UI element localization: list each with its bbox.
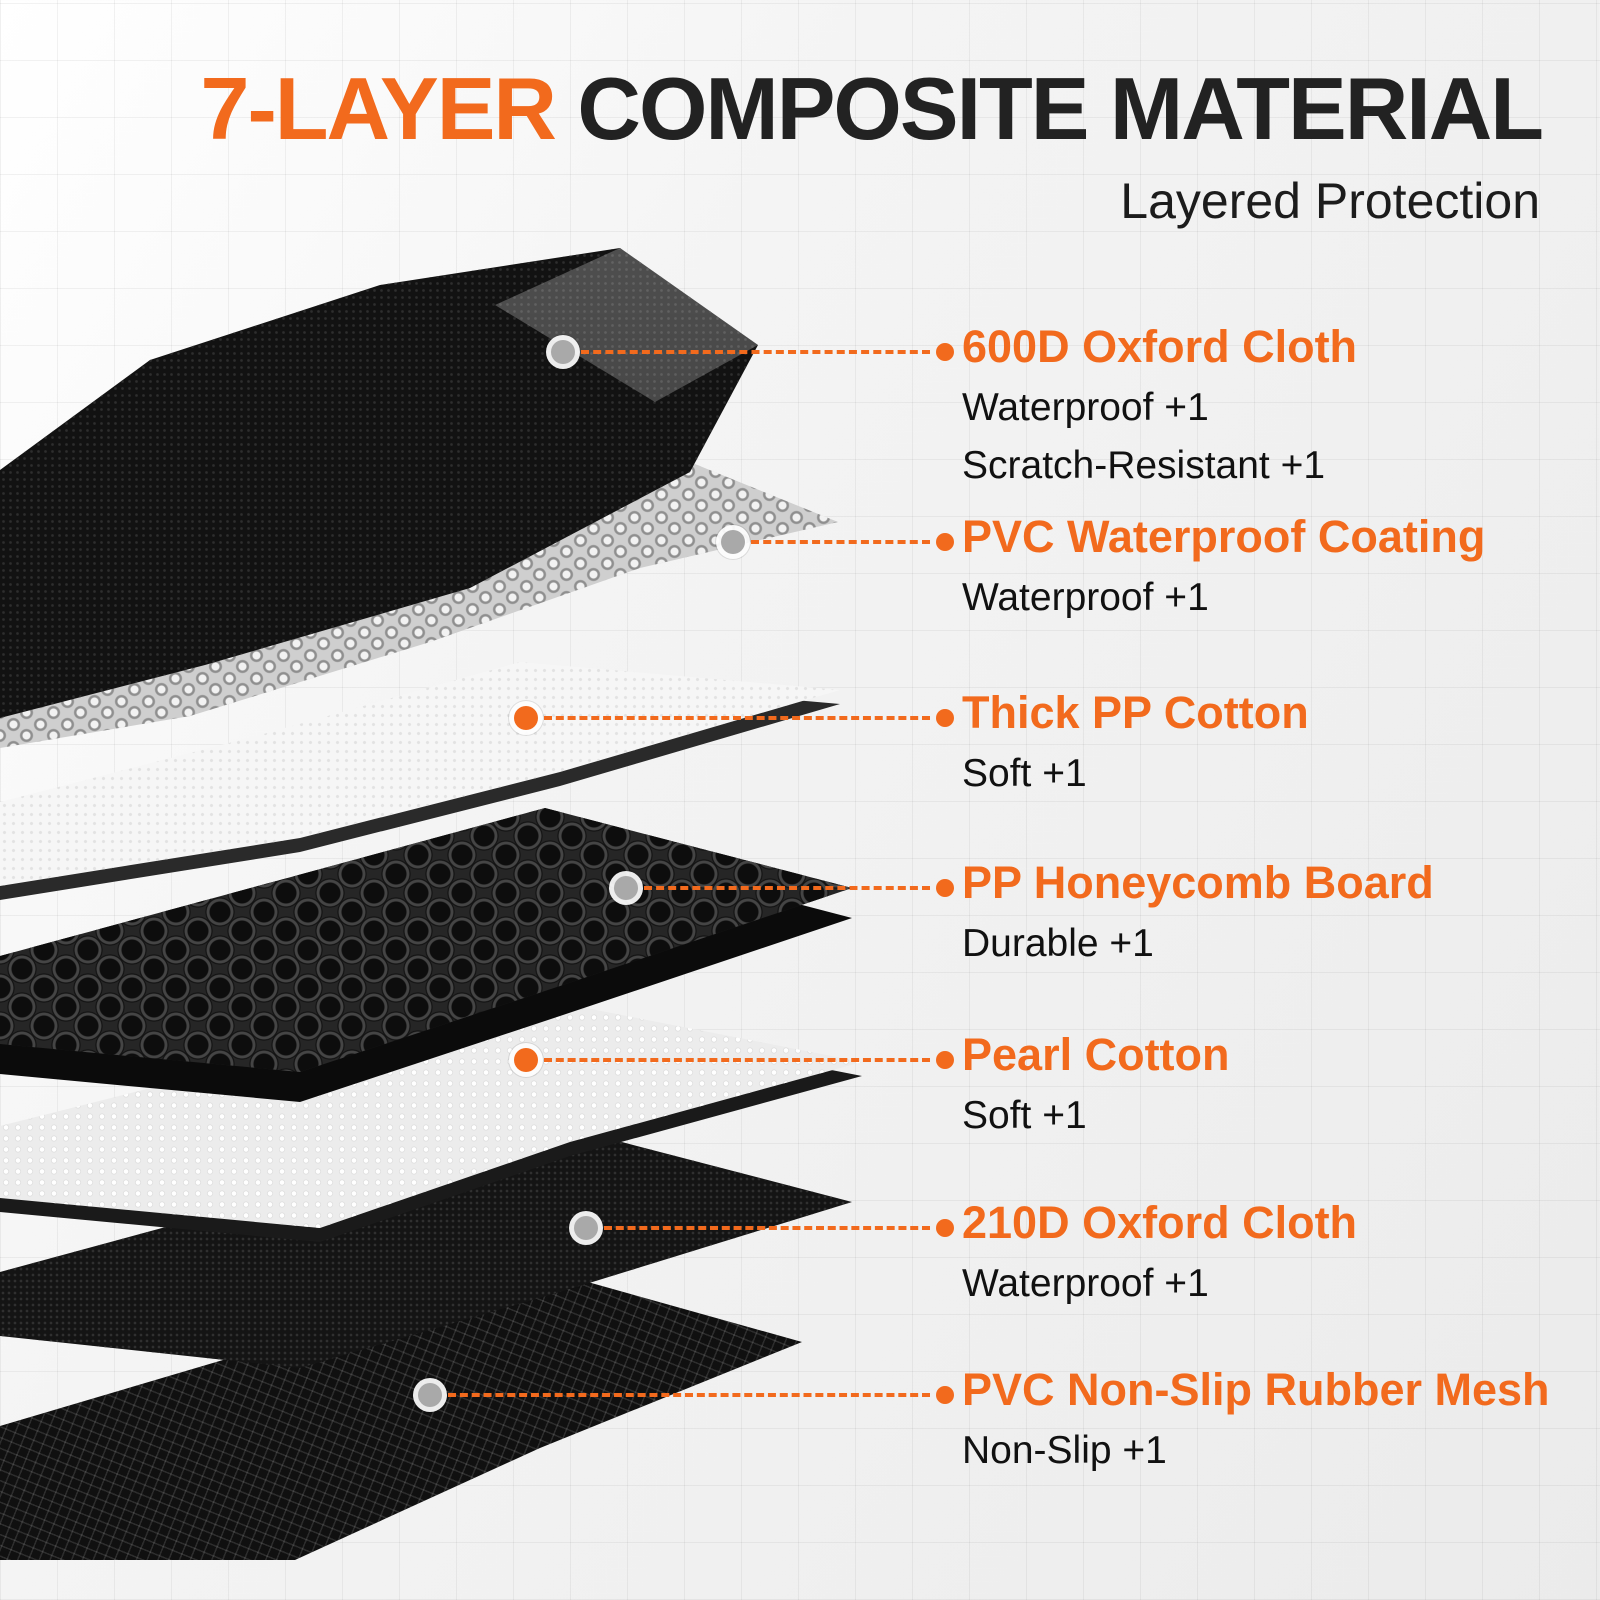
- layer-feature: Durable +1: [962, 922, 1154, 966]
- callout-line-pearl-cotton: [514, 1048, 954, 1072]
- marker-dot-icon: [514, 706, 538, 730]
- endpoint-dot-icon: [936, 533, 954, 551]
- endpoint-dot-icon: [936, 1051, 954, 1069]
- marker-dot-icon: [418, 1383, 442, 1407]
- marker-dot-icon: [721, 530, 745, 554]
- callout-line-rubber-mesh: [418, 1383, 954, 1407]
- layer-name: 600D Oxford Cloth: [962, 321, 1358, 372]
- marker-dot-icon: [614, 876, 638, 900]
- layer-name: 210D Oxford Cloth: [962, 1197, 1358, 1248]
- marker-dot-icon: [551, 340, 575, 364]
- layer-feature: Soft +1: [962, 752, 1087, 796]
- marker-dot-icon: [514, 1048, 538, 1072]
- layer-name: PVC Non-Slip Rubber Mesh: [962, 1364, 1550, 1415]
- endpoint-dot-icon: [936, 709, 954, 727]
- page-subtitle: Layered Protection: [1120, 173, 1540, 229]
- page-title-accent: 7-LAYER: [200, 59, 557, 158]
- endpoint-dot-icon: [936, 343, 954, 361]
- callout-line-honeycomb-board: [614, 876, 954, 900]
- callout-210d-oxford-cloth: 210D Oxford Cloth Waterproof +1: [962, 1197, 1572, 1306]
- callout-thick-pp-cotton: Thick PP Cotton Soft +1: [962, 687, 1572, 796]
- callout-line-600d-oxford: [551, 340, 954, 364]
- callout-line-210d-oxford: [574, 1216, 954, 1240]
- callout-line-pvc-coating: [721, 530, 954, 554]
- layer-name: PP Honeycomb Board: [962, 857, 1434, 908]
- callout-pp-honeycomb-board: PP Honeycomb Board Durable +1: [962, 857, 1572, 966]
- callout-600d-oxford-cloth: 600D Oxford Cloth Waterproof +1 Scratch-…: [962, 321, 1572, 488]
- callout-pvc-waterproof-coating: PVC Waterproof Coating Waterproof +1: [962, 511, 1572, 620]
- page-title-rest: COMPOSITE MATERIAL: [577, 59, 1544, 158]
- layer-name: Pearl Cotton: [962, 1029, 1230, 1080]
- layer-feature: Waterproof +1: [962, 576, 1209, 620]
- endpoint-dot-icon: [936, 1386, 954, 1404]
- callout-pvc-non-slip-rubber-mesh: PVC Non-Slip Rubber Mesh Non-Slip +1: [962, 1364, 1572, 1473]
- callout-pearl-cotton: Pearl Cotton Soft +1: [962, 1029, 1572, 1138]
- layer-feature: Waterproof +1: [962, 386, 1209, 430]
- endpoint-dot-icon: [936, 1219, 954, 1237]
- layer-name: PVC Waterproof Coating: [962, 511, 1486, 562]
- marker-dot-icon: [574, 1216, 598, 1240]
- page-title: 7-LAYER COMPOSITE MATERIAL: [200, 58, 1544, 160]
- callout-line-thick-pp-cotton: [514, 706, 954, 730]
- endpoint-dot-icon: [936, 879, 954, 897]
- layer-feature: Non-Slip +1: [962, 1429, 1167, 1473]
- layer-feature: Soft +1: [962, 1094, 1087, 1138]
- layer-name: Thick PP Cotton: [962, 687, 1309, 738]
- layer-feature: Waterproof +1: [962, 1262, 1209, 1306]
- layer-feature: Scratch-Resistant +1: [962, 444, 1326, 488]
